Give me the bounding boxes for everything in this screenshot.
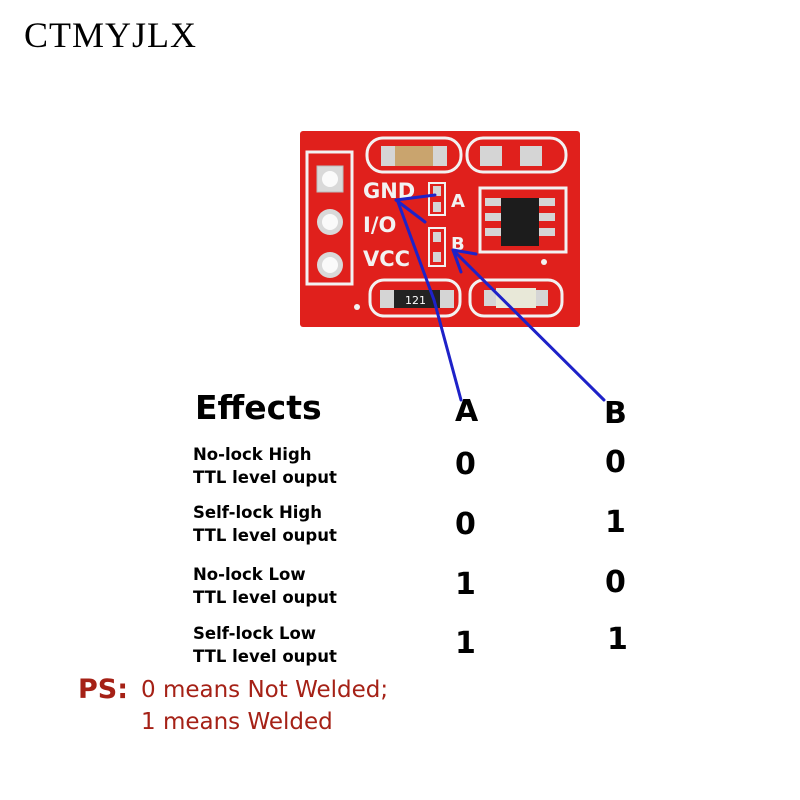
pad-b [428, 227, 446, 267]
table-row: Self-lock Low TTL level ouput 1 1 [193, 622, 673, 672]
silk-label-io: I/O [363, 213, 396, 237]
row-label-line2: TTL level ouput [193, 468, 337, 487]
row-value-a: 0 [455, 507, 476, 542]
silk-label-a: A [451, 191, 465, 212]
table-row: No-lock Low TTL level ouput 1 0 [193, 563, 673, 613]
row-label-line2: TTL level ouput [193, 526, 337, 545]
table-row: No-lock High TTL level ouput 0 0 [193, 443, 673, 493]
resistor-code: 121 [405, 294, 426, 307]
ps-tag: PS: [78, 674, 129, 705]
ps-note-line2: 1 means Welded [141, 709, 333, 735]
row-value-b: 1 [605, 505, 626, 540]
row-label-line1: No-lock High [193, 445, 312, 464]
row-label: No-lock Low TTL level ouput [193, 563, 337, 609]
row-value-a: 1 [455, 567, 476, 602]
pcb-illustration: GND I/O VCC A B 121 [300, 131, 606, 402]
touch-ic-chip [501, 198, 539, 246]
row-label: Self-lock Low TTL level ouput [193, 622, 337, 668]
row-label-line1: Self-lock Low [193, 624, 317, 643]
row-label: No-lock High TTL level ouput [193, 443, 337, 489]
row-value-b: 1 [607, 622, 628, 657]
brand-watermark: CTMYJLX [24, 15, 198, 55]
arrow-a [394, 193, 463, 402]
row-value-a: 1 [455, 626, 476, 661]
row-value-b: 0 [605, 565, 626, 600]
pin-hole-gnd [316, 165, 344, 193]
row-label: Self-lock High TTL level ouput [193, 501, 337, 547]
row-value-a: 0 [455, 447, 476, 482]
pin-header-outline [305, 150, 354, 286]
column-a-header: A [455, 394, 479, 429]
row-label-line2: TTL level ouput [193, 647, 337, 666]
row-label-line2: TTL level ouput [193, 588, 337, 607]
row-value-b: 0 [605, 445, 626, 480]
column-b-header: B [604, 396, 627, 431]
row-label-line1: No-lock Low [193, 565, 306, 584]
arrow-b [451, 248, 606, 402]
row-label-line1: Self-lock High [193, 503, 322, 522]
resistor-121 [394, 290, 440, 308]
capacitor [381, 146, 447, 166]
ps-note-line1: 0 means Not Welded; [141, 677, 389, 703]
silk-label-vcc: VCC [363, 247, 410, 271]
table-row: Self-lock High TTL level ouput 0 1 [193, 501, 673, 551]
effects-header: Effects [195, 388, 322, 427]
pad-a [428, 182, 446, 216]
